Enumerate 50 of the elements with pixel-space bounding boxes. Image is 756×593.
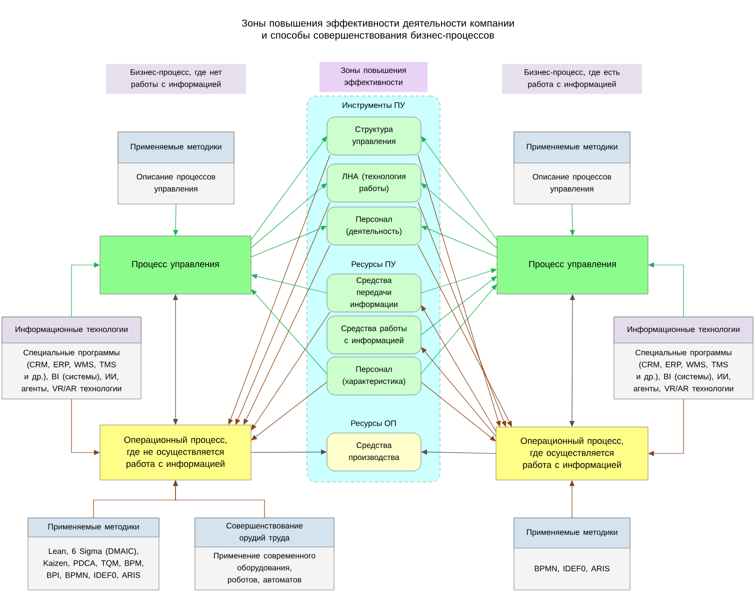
arrow — [250, 226, 327, 258]
method-card: Применяемые методики Описание процессов управления — [514, 132, 630, 204]
zone-box: ЛНА (технология работы) — [326, 164, 422, 202]
arrow — [251, 312, 330, 430]
zone-box: Средства работы с информацией — [326, 316, 422, 354]
arrow — [418, 202, 506, 427]
heading-band: Бизнес-процесс, где нет работы с информацией — [106, 64, 246, 94]
diagram-title: Зоны повышения эффективности деятельности компании и способы совершенствования бизнес-процессов — [242, 19, 514, 41]
arrow — [420, 284, 497, 374]
arrow — [251, 289, 328, 374]
arrow — [172, 480, 265, 518]
arrow — [250, 183, 327, 248]
method-card: Совершенствование орудий труда Применение современного оборудования, роботов, автоматов — [194, 518, 334, 590]
arrow — [420, 276, 497, 336]
arrow — [648, 398, 684, 456]
arrow — [173, 204, 178, 236]
arrow — [420, 382, 496, 442]
arrow — [418, 154, 501, 427]
arrow — [421, 183, 498, 248]
arrow — [250, 136, 327, 240]
zone-box: Персонал (характеристика) — [326, 356, 422, 396]
method-card: Информационные технологии Специальные программы (CRM, ERP, WMS, TMS и др.), BI (системы), ИИ, агенты, VR/AR технологии — [614, 316, 754, 400]
arrow — [251, 382, 328, 440]
process-box: Операционный процесс, где осуществляется работа с информацией — [496, 426, 648, 480]
arrow — [421, 305, 496, 432]
arrow — [71, 262, 100, 318]
arrow — [244, 244, 330, 425]
arrow — [228, 154, 330, 425]
arrow — [421, 226, 498, 258]
process-box: Процесс управления — [496, 236, 648, 294]
zone-box: Средства передачи информации — [326, 274, 422, 312]
zone-box: Средства производства — [326, 432, 422, 472]
method-card: Информационные технологии Специальные программы (CRM, ERP, WMS, TMS и др.), BI (системы), ИИ, агенты, VR/AR технологии — [2, 316, 142, 400]
arrow — [172, 294, 178, 425]
method-card: Применяемые методики Описание процессов управления — [118, 132, 234, 204]
arrow — [418, 244, 512, 427]
arrow — [251, 274, 328, 294]
arrow — [421, 450, 496, 455]
process-box: Процесс управления — [100, 236, 252, 294]
heading-band: Зоны повышения эффективности — [320, 62, 428, 92]
arrow — [235, 202, 330, 425]
zone-box: Персонал (деятельность) — [326, 206, 422, 246]
process-box: Операционный процесс, где не осуществляется работа с информацией — [100, 424, 252, 480]
zone-box: Структура управления — [326, 116, 422, 156]
arrow — [421, 136, 498, 240]
arrow — [420, 268, 497, 294]
method-card: Применяемые методики Lean, 6 Sigma (DMAIC), Kaizen, PDCA, TQM, BPM, BPI, BPMN, IDEF0, ARIS — [28, 518, 160, 590]
arrow — [421, 347, 496, 437]
method-card: Применяемые методики BPMN, IDEF0, ARIS — [514, 518, 630, 590]
heading-band: Бизнес-процесс, где есть работа с информацией — [502, 64, 642, 94]
